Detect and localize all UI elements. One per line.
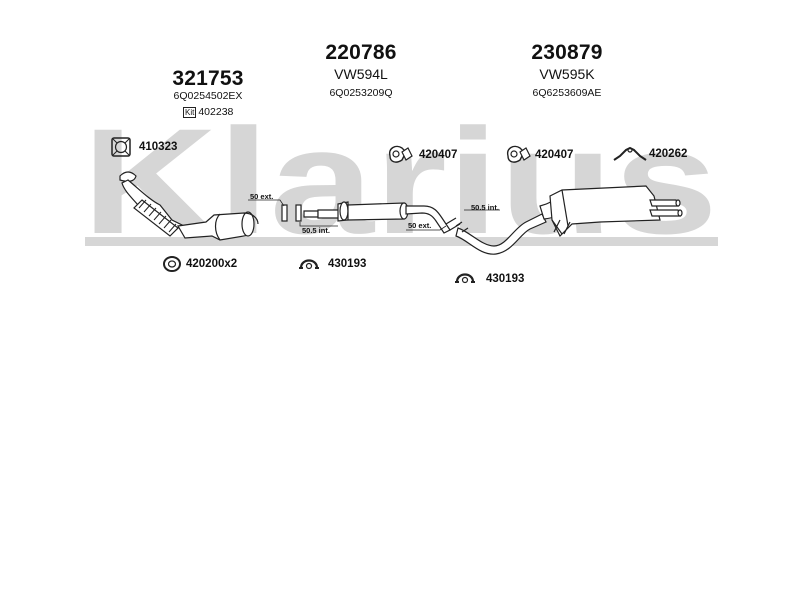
oem-number: 6Q6253609AE bbox=[532, 87, 602, 99]
part-number-230879: 230879 bbox=[531, 41, 603, 64]
ring-420200-icon bbox=[163, 256, 181, 272]
accessory-code: 420200x2 bbox=[186, 258, 238, 270]
gasket-410323-icon bbox=[111, 137, 131, 157]
accessory-code: 430193 bbox=[486, 273, 525, 285]
accessory-code: 420407 bbox=[419, 149, 458, 161]
dimension-label: 50.5 int. bbox=[471, 203, 499, 212]
middle-pipe bbox=[303, 201, 451, 234]
dimension-label: 50 ext. bbox=[250, 192, 274, 201]
accessory-code: 420407 bbox=[535, 149, 574, 161]
kit-label: Kit bbox=[183, 107, 197, 118]
oem-number: 6Q0254502EX bbox=[173, 90, 243, 102]
dim-leader-3 bbox=[406, 225, 447, 231]
kit-number: 402238 bbox=[198, 106, 234, 118]
part-number-220786: 220786 bbox=[325, 41, 397, 64]
dim-leader-1 bbox=[248, 199, 285, 207]
dimension-label: 50.5 int. bbox=[302, 226, 330, 235]
joint-ring-front bbox=[281, 204, 302, 222]
clamp-430193-a-icon bbox=[299, 259, 319, 270]
hanger-420407-b-icon bbox=[506, 145, 531, 163]
catalytic-converter bbox=[177, 211, 259, 241]
part-subtitle: VW595K bbox=[539, 66, 595, 82]
watermark-bar bbox=[85, 237, 718, 246]
bracket-420262-icon bbox=[613, 146, 647, 161]
part-number-321753: 321753 bbox=[172, 67, 244, 90]
dimension-label: 50 ext. bbox=[408, 221, 432, 230]
dim-leader-2 bbox=[299, 222, 338, 227]
hanger-420407-a-icon bbox=[388, 145, 413, 163]
clamp-430193-b-icon bbox=[455, 273, 475, 284]
accessory-code: 430193 bbox=[328, 258, 367, 270]
part-subtitle: VW594L bbox=[334, 66, 388, 82]
rear-silencer bbox=[549, 185, 683, 238]
oem-number: 6Q0253209Q bbox=[329, 87, 393, 99]
accessory-code: 420262 bbox=[649, 148, 688, 160]
accessory-code: 410323 bbox=[139, 141, 178, 153]
flex-section bbox=[133, 199, 179, 237]
